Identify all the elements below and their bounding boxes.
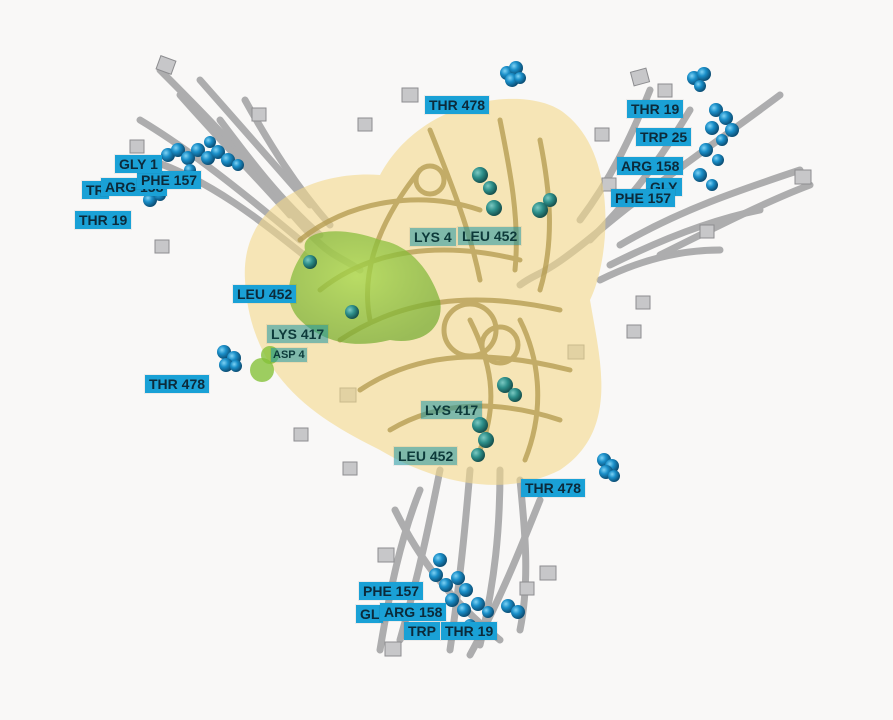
label-arg158-ne: ARG 158	[617, 157, 684, 175]
label-arg158-s: ARG 158	[380, 603, 447, 621]
label-gly-s: GL	[356, 605, 384, 623]
label-trp-s: TRP	[404, 622, 440, 640]
label-thr478-top: THR 478	[425, 96, 490, 114]
label-lys417-bottom: LYS 417	[421, 401, 483, 419]
label-leu452-left: LEU 452	[233, 285, 297, 303]
teal-residue-atoms	[303, 167, 557, 462]
label-gly-nw: GLY 1	[115, 155, 162, 173]
label-lys417-center: LYS 4	[410, 228, 456, 246]
label-thr478-right: THR 478	[521, 479, 586, 497]
blue-residue-cluster-nw	[143, 136, 244, 207]
label-thr19-ne: THR 19	[627, 100, 684, 118]
blue-residue-cluster-left	[217, 345, 242, 372]
label-leu452-center: LEU 452	[458, 227, 522, 245]
ribbon-core	[297, 117, 573, 463]
label-lys417-left: LYS 417	[267, 325, 329, 343]
label-leu452-bottom: LEU 452	[394, 447, 458, 465]
blue-residue-cluster-ne	[687, 67, 739, 191]
blue-residue-cluster-top	[500, 61, 526, 87]
label-thr19-nw: THR 19	[75, 211, 132, 229]
label-phe157-ne: PHE 157	[611, 189, 676, 207]
blue-residue-cluster-south	[429, 553, 525, 631]
blue-residue-cluster-right	[597, 453, 620, 482]
label-thr19-s: THR 19	[441, 622, 498, 640]
label-trp25-ne: TRP 25	[636, 128, 692, 146]
label-phe157-s: PHE 157	[359, 582, 424, 600]
label-thr478-left: THR 478	[145, 375, 210, 393]
label-asp-left: ASP 4	[271, 348, 307, 362]
label-phe157-nw: PHE 157	[137, 171, 202, 189]
